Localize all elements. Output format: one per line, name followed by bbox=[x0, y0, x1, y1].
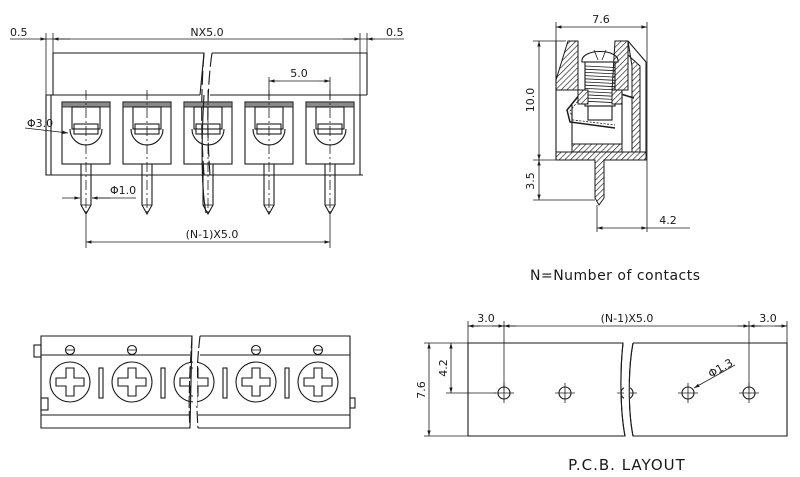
pin bbox=[263, 164, 275, 216]
pcb-height: 7.6 bbox=[415, 381, 428, 399]
pcb-right-margin: 3.0 bbox=[759, 312, 777, 325]
pcb-hole-diameter: Φ1.3 bbox=[706, 356, 735, 380]
dim-pin-span: (N-1)X5.0 bbox=[186, 228, 239, 241]
terminal-pole bbox=[305, 90, 355, 216]
screw-icon bbox=[581, 49, 619, 121]
dim-pin-length: 3.5 bbox=[524, 172, 537, 190]
front-view: 0.5 NX5.0 0.5 5.0 bbox=[10, 26, 404, 248]
screw-head bbox=[297, 344, 339, 403]
screw-head bbox=[235, 344, 290, 403]
dim-pin-diameter: Φ1.0 bbox=[110, 184, 136, 197]
dim-body-height: 10.0 bbox=[524, 88, 537, 113]
screw-head bbox=[49, 344, 104, 403]
dim-screw-diameter: Φ3.0 bbox=[27, 117, 53, 130]
pin bbox=[324, 164, 336, 216]
dim-left-offset: 0.5 bbox=[10, 26, 28, 39]
terminal-pole bbox=[244, 90, 294, 216]
contacts-note: N=Number of contacts bbox=[530, 268, 701, 284]
pcb-hole-span: (N-1)X5.0 bbox=[601, 312, 654, 325]
terminal-pole bbox=[61, 90, 111, 216]
housing-outline bbox=[45, 52, 368, 176]
pcb-layout-caption: P.C.B. LAYOUT bbox=[568, 456, 686, 474]
pcb-hole-row-offset: 4.2 bbox=[437, 359, 450, 377]
side-view: 7.6 10.0 3.5 4.2 bbox=[524, 13, 690, 232]
dimension-pin-span: (N-1)X5.0 bbox=[85, 215, 331, 248]
dim-side-width: 7.6 bbox=[592, 13, 610, 26]
screw-head bbox=[173, 361, 228, 403]
dimension-pin-diameter: Φ1.0 bbox=[62, 184, 136, 200]
pcb-hole bbox=[739, 383, 759, 403]
clamp-spring bbox=[566, 89, 635, 129]
screw-head bbox=[111, 344, 166, 403]
dim-pin-offset: 4.2 bbox=[659, 214, 677, 227]
dim-right-offset: 0.5 bbox=[386, 26, 404, 39]
pcb-hole bbox=[678, 383, 698, 403]
terminal-pole bbox=[122, 90, 172, 216]
pin bbox=[141, 164, 153, 216]
pcb-left-margin: 3.0 bbox=[477, 312, 495, 325]
pcb-hole bbox=[494, 383, 514, 403]
dimension-screw-diameter: Φ3.0 bbox=[24, 117, 69, 135]
dim-overall-width: NX5.0 bbox=[190, 26, 223, 39]
pcb-hole bbox=[555, 383, 575, 403]
top-view bbox=[33, 335, 356, 429]
terminal-poles bbox=[61, 90, 355, 216]
terminal-pole bbox=[183, 90, 233, 216]
dimension-overall-width: 0.5 NX5.0 0.5 bbox=[10, 26, 404, 95]
housing-cross-section bbox=[555, 40, 647, 206]
dim-pitch: 5.0 bbox=[290, 67, 308, 80]
pin bbox=[80, 164, 92, 216]
pcb-layout: 3.0 (N-1)X5.0 3.0 7.6 4.2 Φ1.3 P.C.B. LA… bbox=[415, 312, 788, 474]
